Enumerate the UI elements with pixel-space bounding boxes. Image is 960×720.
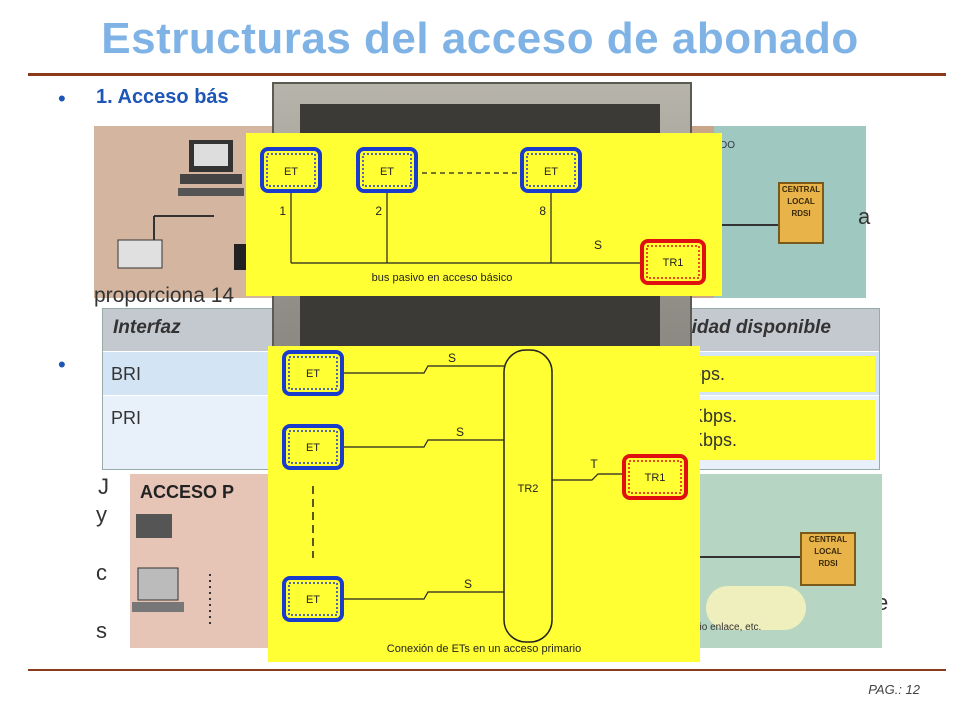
text-fragment-proporciona: proporciona 14 <box>94 284 235 307</box>
terminal-label: ET <box>284 166 298 178</box>
row-label-bri: BRI <box>111 364 142 384</box>
text-fragment-s: s <box>96 618 107 643</box>
terminal-et-2 <box>356 147 418 193</box>
text-fragment-j: J <box>98 474 109 499</box>
tr2-label: TR2 <box>518 483 539 495</box>
terminal-et-8 <box>520 147 582 193</box>
terminal-et-1 <box>260 147 322 193</box>
terminal-label: ET <box>380 166 394 178</box>
terminal-et-b <box>282 424 344 470</box>
primary-access-diagram: ET ET ET S S S TR2 T TR1 Conexión de ETs… <box>282 349 688 655</box>
tr1-box <box>640 239 706 285</box>
text-fragment-y: y <box>96 502 107 527</box>
central-local-rdsi-bottom: CENTRAL LOCAL RDSI <box>800 532 856 586</box>
diagram-basic-access: ET ET ET 1 2 8 S TR1 bus pasivo en acces… <box>246 133 722 296</box>
text-fragment-a: a <box>858 204 871 229</box>
header-interfaz: Interfaz <box>113 317 181 338</box>
capacity-pri-1: Kbps. <box>691 406 738 426</box>
central-area: DO CENTRAL LOCAL RDSI <box>714 126 866 298</box>
acceso-primario-label: ACCESO P <box>140 482 235 502</box>
workstation-sketch <box>94 126 274 298</box>
terminal-label: ET <box>544 166 558 178</box>
reference-point-s: S <box>456 425 464 439</box>
central-area-bottom: CENTRAL LOCAL RDSI dio enlace, etc. <box>694 474 882 648</box>
page-number: PAG.: 12 <box>868 682 920 697</box>
port-number: 8 <box>539 204 546 218</box>
speech-bubble <box>706 586 806 630</box>
terminal-label: ET <box>306 368 320 380</box>
footer-rule <box>28 669 946 671</box>
tr1-label: TR1 <box>663 257 684 269</box>
bullet-marker-2: • <box>58 352 66 377</box>
reference-point-s: S <box>464 577 472 591</box>
interface-table: Interfaz cidad disponible BRI ops. PRI K… <box>102 308 880 470</box>
tr1-label: TR1 <box>645 472 666 484</box>
port-number: 2 <box>375 204 382 218</box>
fragment-enlace: dio enlace, etc. <box>694 622 762 633</box>
terminal-label: ET <box>306 442 320 454</box>
fragment-do: DO <box>720 140 735 151</box>
diagram-caption: Conexión de ETs en un acceso primario <box>387 643 581 655</box>
terminal-et-a <box>282 350 344 396</box>
tr1-box-primary <box>622 454 688 500</box>
tr2-box <box>503 349 553 643</box>
diagram-caption: bus pasivo en acceso básico <box>372 272 513 284</box>
reference-point-s: S <box>594 238 602 252</box>
slide-title: Estructuras del acceso de abonado <box>101 14 859 63</box>
phone-computer-icon <box>132 514 211 624</box>
port-number: 1 <box>279 204 286 218</box>
capacity-cell-pri <box>675 400 875 460</box>
computer-phone-icon <box>117 140 264 270</box>
bullet-acceso-basico: 1. Acceso bás <box>96 86 229 108</box>
text-fragment-c: c <box>96 560 107 585</box>
terminal-et-c <box>282 576 344 622</box>
basic-access-bus-diagram: ET ET ET 1 2 8 S TR1 bus pasivo en acces… <box>260 147 706 285</box>
bullet-marker: • <box>58 86 66 111</box>
central-local-rdsi-top: CENTRAL LOCAL RDSI <box>778 182 824 244</box>
diagram-primary-access: ET ET ET S S S TR2 T TR1 Conexión de ETs… <box>268 346 700 662</box>
reference-point-s: S <box>448 351 456 365</box>
header-capacidad: cidad disponible <box>681 317 831 338</box>
reference-point-t: T <box>590 457 598 471</box>
title-underline <box>28 73 946 76</box>
row-label-pri: PRI <box>111 408 142 428</box>
capacity-pri-2: Kbps. <box>691 430 738 450</box>
terminal-label: ET <box>306 594 320 606</box>
capacity-cell-bri <box>675 356 875 392</box>
